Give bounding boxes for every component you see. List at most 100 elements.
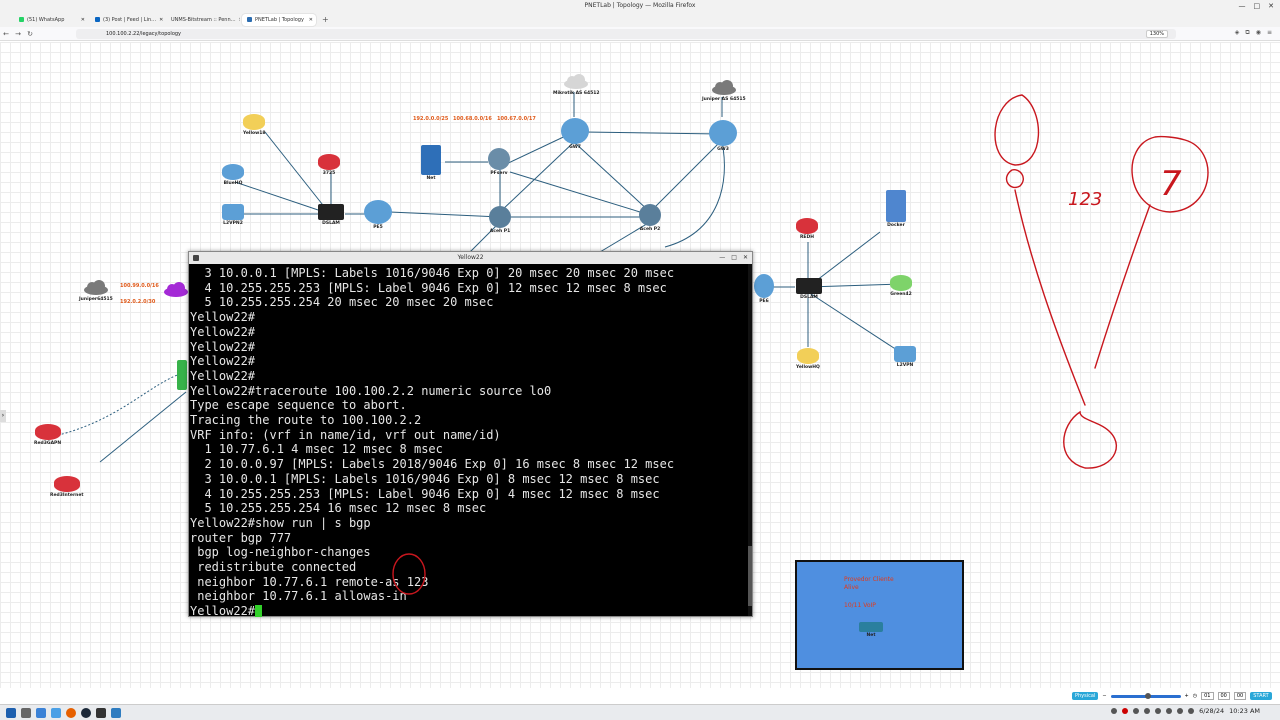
forward-icon[interactable]: → [15,29,21,38]
router-3725[interactable]: 3725 [318,154,340,176]
back-icon[interactable]: ← [3,29,9,38]
cloud-mikrotik-left[interactable] [162,282,190,298]
router-gw3[interactable]: GW3 [709,120,737,152]
minimize-icon[interactable]: — [719,254,726,261]
router-pfserv[interactable]: PFserv [488,148,510,176]
tray-icon[interactable] [1122,708,1129,714]
network-icon[interactable] [1177,708,1184,714]
minimize-icon[interactable]: — [1238,2,1246,10]
router-aceh-p2[interactable]: Aceh P2 [639,204,661,232]
cloud-mikrotik[interactable]: Mikrotik AS 64512 [553,74,600,96]
tray-icon[interactable] [1144,708,1151,714]
zoom-in-icon[interactable]: + [1184,693,1189,699]
tab-unms[interactable]: UNMS-Bitstream :: Penn… ✕ [166,14,240,26]
zoom-slider[interactable] [1110,692,1181,699]
start-button[interactable]: START [1250,692,1272,700]
tab-close-icon[interactable]: ✕ [308,16,313,23]
start-menu-icon[interactable] [6,707,16,718]
close-icon[interactable]: ✕ [742,254,748,261]
terminal-output[interactable]: 3 10.0.0.1 [MPLS: Labels 1016/9046 Exp 0… [189,264,752,619]
node-label: Juniper AS 64515 [702,97,746,102]
tab-linkedin[interactable]: (3) Post | Feed | Lin… ✕ [90,14,164,26]
tab-close-icon[interactable]: ✕ [80,16,85,23]
router-red3internet[interactable]: Red3Internet [50,476,84,498]
file-manager-icon[interactable] [36,707,46,718]
maximize-icon[interactable]: □ [731,254,737,261]
tab-close-icon[interactable]: ✕ [159,16,164,23]
account-icon[interactable]: ◉ [1255,29,1261,36]
tab-whatsapp[interactable]: (51) WhatsApp ✕ [14,14,88,26]
server-net[interactable]: Net [421,145,441,181]
timer-minutes[interactable]: 00 [1217,692,1230,700]
maximize-icon[interactable]: □ [1253,2,1261,10]
timer-hours[interactable]: 01 [1201,692,1214,700]
tray-icon[interactable] [1133,708,1140,714]
folder-icon[interactable] [51,707,61,718]
tab-pnetlab[interactable]: PNETLab | Topology ✕ [242,13,316,26]
switch-l2vpn[interactable]: L2VPN [894,346,916,368]
cloud-juniper-left[interactable]: Juniper64515 [79,280,113,302]
terminal-window[interactable]: Yellow22 — □ ✕ 3 10.0.0.1 [MPLS: Labels … [188,251,753,619]
site-box-title: Provedor Cliente Alive [844,576,894,592]
slider-knob[interactable] [1144,692,1151,699]
router-yellow18[interactable]: Yellow18 [243,114,266,136]
taskbar-time[interactable]: 10:23 AM [1229,707,1260,715]
terminal-line: Tracing the route to 100.100.2.2 [190,413,422,428]
tab-label: UNMS-Bitstream :: Penn… [171,16,236,23]
dslam-left[interactable]: DSLAM [318,204,344,226]
taskbar-date[interactable]: 6/28/24 [1199,707,1225,715]
firefox-icon[interactable] [66,707,76,718]
sidebar-toggle[interactable]: › [0,410,6,422]
terminal-line: neighbor 10.77.6.1 allowas-in [190,589,407,604]
cloud-juniper-top[interactable]: Juniper AS 64515 [702,80,746,102]
switch-l2vpn2[interactable]: L2VPN2 [222,204,244,226]
router-pe6[interactable]: PE6 [754,274,774,304]
node-label: REDH [799,235,815,240]
terminal-line: Yellow22# [190,368,256,383]
tray-expand-icon[interactable] [1188,708,1195,714]
router-aceh-p1[interactable]: Aceh P1 [489,206,511,234]
router-red3gapn[interactable]: Red3GAPN [34,424,61,446]
system-tray: 6/28/24 10:23 AM [1111,707,1260,715]
dslam-right[interactable]: DSLAM [796,278,822,300]
scrollbar-thumb[interactable] [748,546,752,606]
tab-close-icon[interactable]: ✕ [239,14,240,26]
router-bluehq[interactable]: BlueHQ [222,164,244,186]
router-green42[interactable]: Green42 [890,275,912,297]
terminal-cursor [255,605,263,618]
terminal-scrollbar[interactable] [748,264,752,616]
tray-icon[interactable] [1111,708,1118,714]
app-launcher-icon[interactable] [21,707,31,718]
nav-bar: ← → ↻ 100.100.2.22/legacy/topology 130% … [0,27,1280,41]
router-yellowhq[interactable]: YellowHQ [796,348,820,370]
pocket-icon[interactable]: ◈ [1234,29,1240,36]
zoom-level[interactable]: 130% [1145,30,1168,38]
close-icon[interactable]: ✕ [1268,2,1274,10]
menu-icon[interactable]: ≡ [1266,29,1272,36]
network-app-icon[interactable] [111,707,121,718]
node-label: L2VPN [896,363,914,368]
reload-icon[interactable]: ↻ [27,29,33,38]
zoom-out-icon[interactable]: − [1102,693,1107,699]
terminal-line: Yellow22# [190,339,256,354]
terminal-app-icon[interactable] [96,707,106,718]
router-pe5[interactable]: PE5 [364,200,392,230]
url-bar[interactable]: 100.100.2.22/legacy/topology 130% [76,29,1176,39]
router-redh[interactable]: REDH [796,218,818,240]
bluetooth-icon[interactable] [1155,708,1162,714]
steam-icon[interactable] [81,707,91,718]
terminal-prompt: Yellow22# [190,604,256,619]
new-tab-button[interactable]: + [322,15,329,24]
router-gw7[interactable]: GW7 [561,118,589,150]
volume-icon[interactable] [1166,708,1173,714]
server-docker[interactable]: Docker [886,190,906,228]
terminal-line: router bgp 777 [190,530,292,545]
router-icon [890,275,912,291]
switch-green-left[interactable] [177,360,187,390]
timer-seconds[interactable]: 00 [1233,692,1247,700]
switch-net-box[interactable]: Net [859,622,883,638]
site-box[interactable]: Provedor Cliente Alive 10/11 VoIP Net [795,560,964,670]
extensions-icon[interactable]: ⧉ [1245,29,1250,36]
physical-button[interactable]: Physical [1072,692,1099,700]
